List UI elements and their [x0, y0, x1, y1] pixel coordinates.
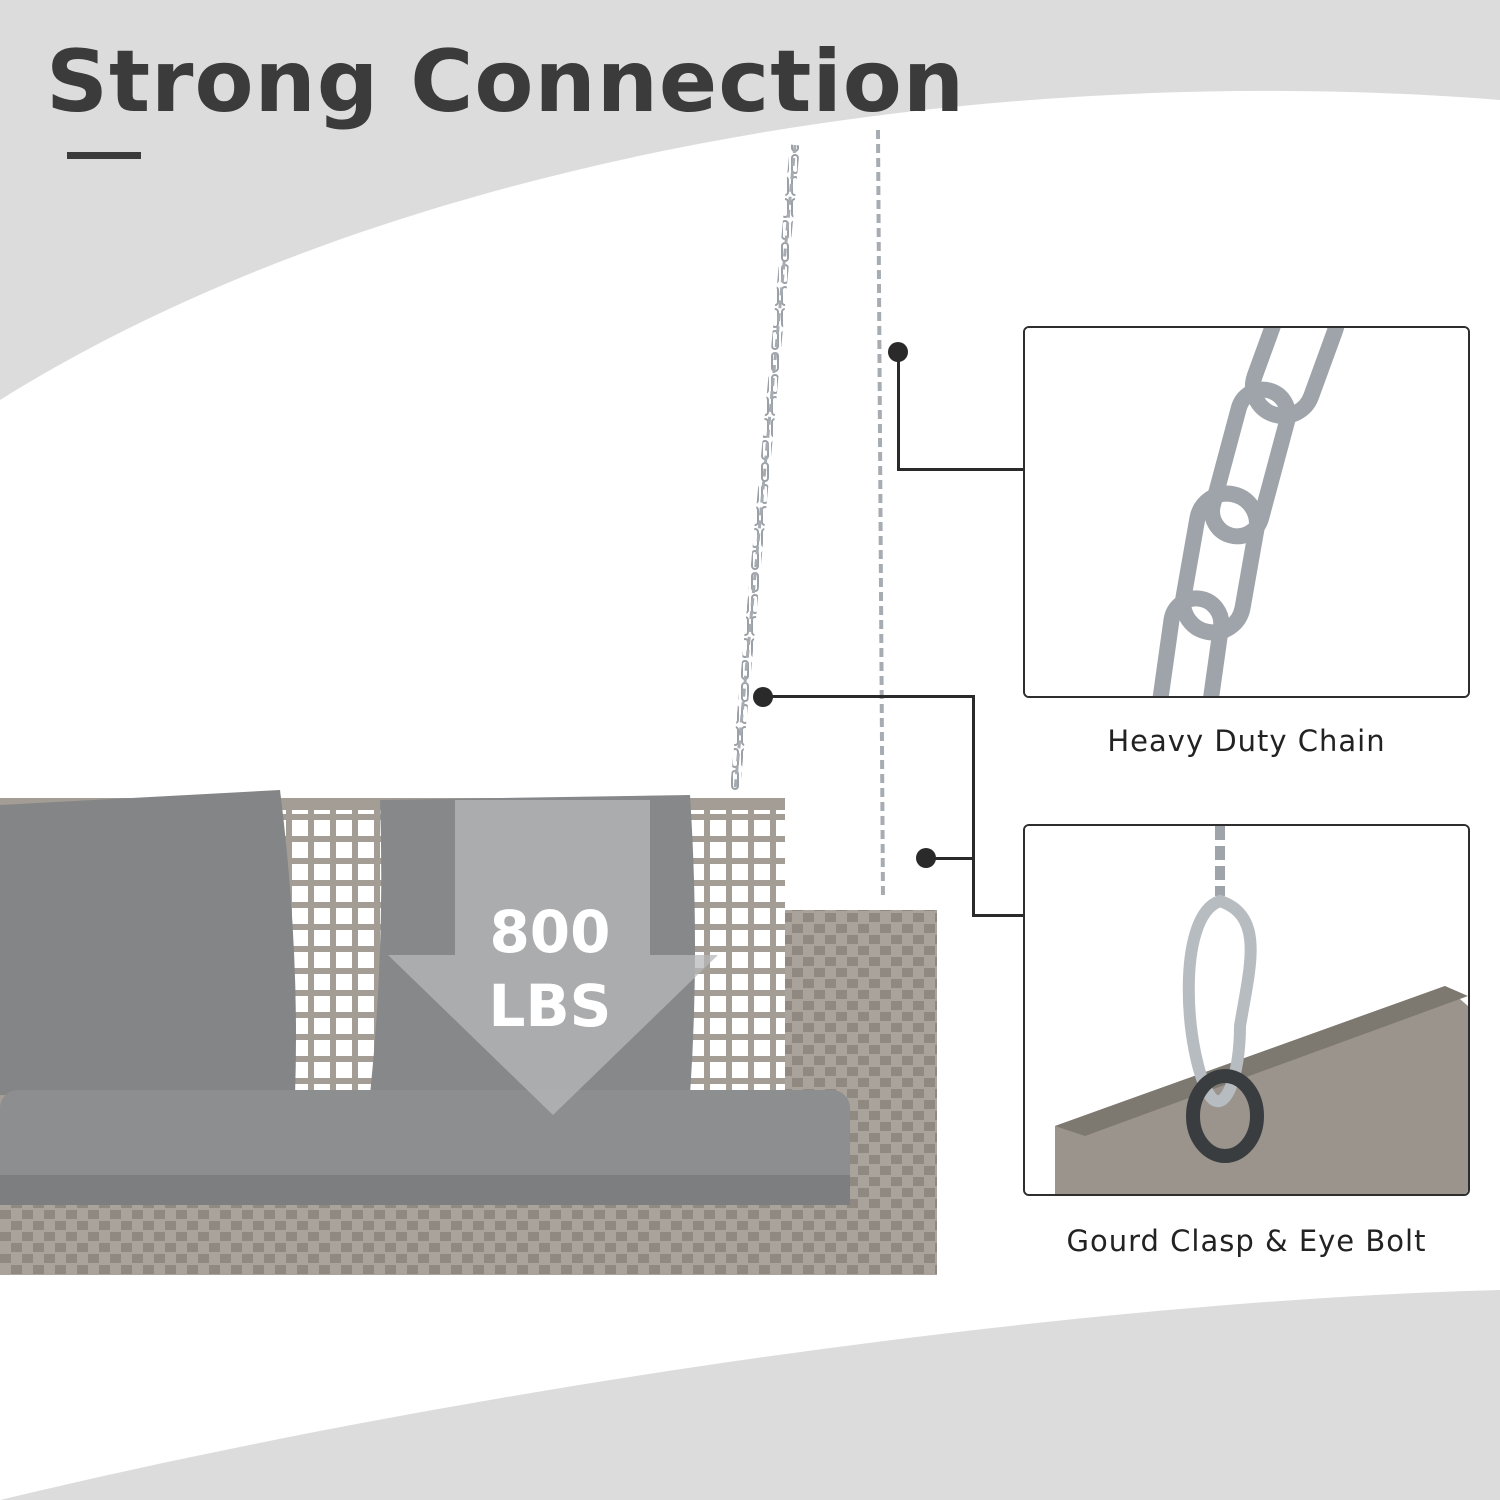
connector-line: [763, 695, 975, 698]
title-underline: [67, 152, 141, 159]
connector-line: [897, 468, 1023, 471]
clasp-caption: Gourd Clasp & Eye Bolt: [1066, 1224, 1427, 1258]
chains: [730, 129, 885, 901]
chain-closeup-icon: [1025, 328, 1468, 696]
connector-line: [972, 914, 1023, 917]
weight-value: 800: [489, 898, 611, 966]
chain-caption: Heavy Duty Chain: [1107, 724, 1386, 758]
weight-unit: LBS: [488, 972, 612, 1040]
connector-line: [897, 352, 900, 470]
connector-line: [972, 695, 975, 917]
chain-detail-image: [1023, 326, 1470, 698]
clasp-closeup-icon: [1025, 826, 1468, 1194]
page-title: Strong Connection: [46, 32, 966, 132]
clasp-detail-image: [1023, 824, 1470, 1196]
connector-line: [926, 857, 974, 860]
